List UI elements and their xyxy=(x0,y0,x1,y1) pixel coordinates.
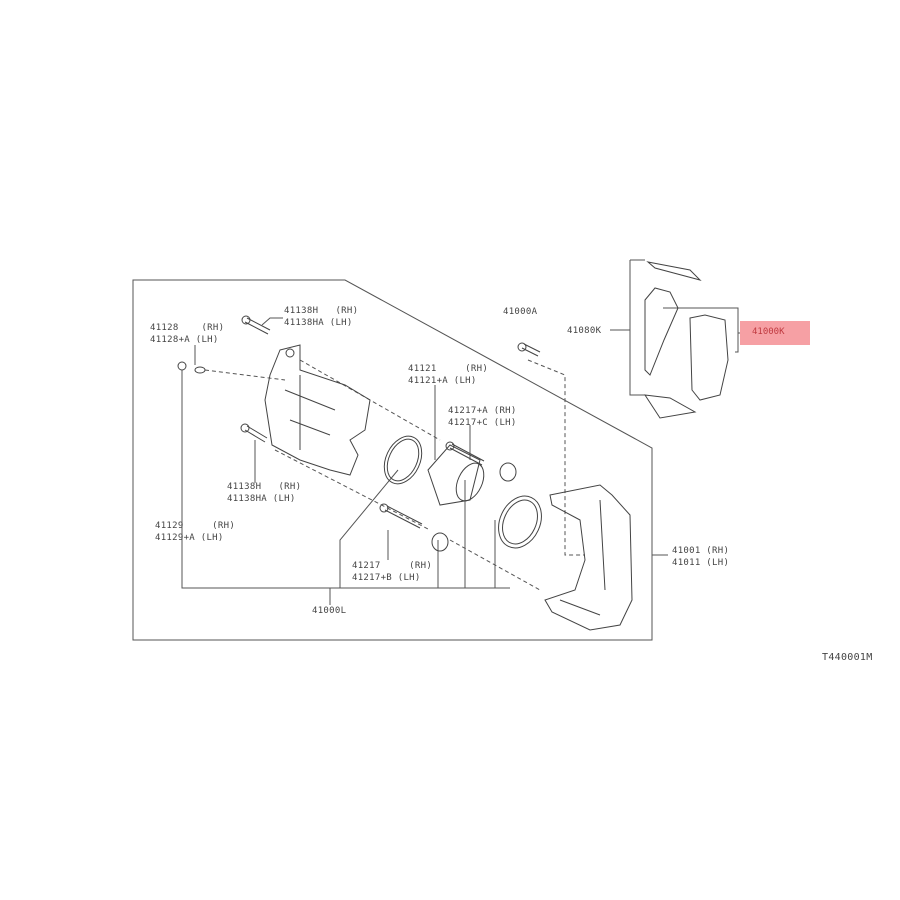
label-41000l: 41000L xyxy=(312,606,347,616)
part-number-rh: 41138H (RH) xyxy=(227,482,302,492)
label-41000a: 41000A xyxy=(503,307,538,317)
bolts xyxy=(177,315,541,529)
part-number-rh: 41128 (RH) xyxy=(150,323,225,333)
part-number-rh: 41138H (RH) xyxy=(284,306,359,316)
part-number-rh: 41121 (RH) xyxy=(408,364,489,374)
label-41217: 41217 (RH) 41217+B (LH) xyxy=(352,560,432,584)
diagram-code: T440001M xyxy=(822,652,873,663)
caliper-bracket xyxy=(544,484,633,631)
label-41217a: 41217+A (RH) 41217+C (LH) xyxy=(448,405,517,429)
label-41129: 41129 (RH) 41129+A (LH) xyxy=(155,520,235,544)
part-number-lh: 41217+C (LH) xyxy=(448,418,517,428)
highlighted-part-number: 41000K xyxy=(752,327,785,337)
piston-and-seals xyxy=(383,435,542,552)
part-number-lh: 41129+A (LH) xyxy=(155,533,224,543)
label-41138h-top: 41138H (RH) 41138HA (LH) xyxy=(284,305,358,329)
part-number-lh: 41138HA (LH) xyxy=(227,494,296,504)
part-number-lh: 41011 (LH) xyxy=(672,558,730,568)
label-41138h-low: 41138H (RH) 41138HA (LH) xyxy=(227,481,301,505)
label-41001: 41001 (RH) 41011 (LH) xyxy=(672,545,729,569)
part-number-lh: 41217+B (LH) xyxy=(352,573,421,583)
caliper-body xyxy=(264,344,371,476)
label-41128: 41128 (RH) 41128+A (LH) xyxy=(150,322,224,346)
highlighted-part-41000k[interactable]: 41000K xyxy=(740,321,810,345)
part-number-rh: 41129 (RH) xyxy=(155,521,236,531)
part-number-lh: 41128+A (LH) xyxy=(150,335,219,345)
part-number-lh: 41121+A (LH) xyxy=(408,376,477,386)
label-41080k: 41080K xyxy=(567,326,602,336)
part-number-rh: 41001 (RH) xyxy=(672,546,730,556)
label-41121: 41121 (RH) 41121+A (LH) xyxy=(408,363,488,387)
part-number-lh: 41138HA (LH) xyxy=(284,318,353,328)
part-number-rh: 41217 (RH) xyxy=(352,561,433,571)
brake-pads xyxy=(643,261,729,419)
assembly-frame xyxy=(132,279,653,641)
part-number-rh: 41217+A (RH) xyxy=(448,406,517,416)
